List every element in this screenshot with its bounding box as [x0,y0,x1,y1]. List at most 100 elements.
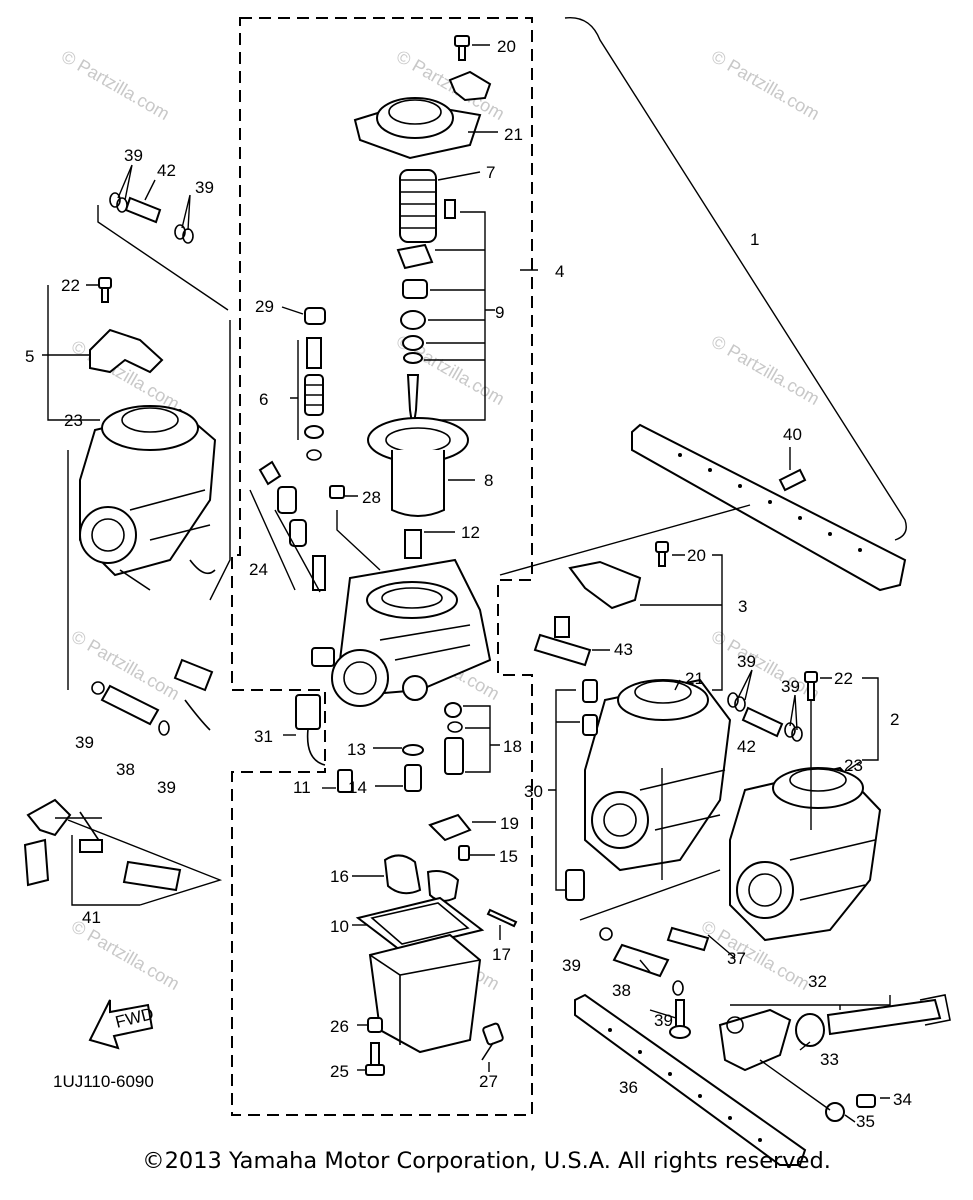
callout-labels: 20 21 7 4 9 8 12 28 29 6 24 31 11 13 14 … [25,37,912,1131]
right-screw-22 [804,671,879,761]
callout-1: 1 [750,230,759,249]
callout-17: 17 [492,945,511,964]
left-assembly: FWD [23,164,231,1050]
callout-39: 39 [75,733,94,752]
right-assemblies [499,423,951,1166]
callout-28: 28 [362,488,381,507]
callout-4: 4 [555,262,564,281]
callout-18: 18 [503,737,522,756]
callout-38: 38 [116,760,135,779]
callout-3: 3 [738,597,747,616]
float-valve-18 [444,702,500,775]
pilot-screw-set-6 [290,337,324,461]
callout-34: 34 [893,1090,912,1109]
callout-8: 8 [484,471,493,490]
callout-42: 42 [737,737,756,756]
jet-14 [375,764,422,792]
left-joint-42-39 [97,164,229,311]
callout-43: 43 [614,640,633,659]
right-parts-30 [548,679,598,901]
carburetor-body-center [311,558,492,707]
starter-plunger-24 [249,460,326,593]
gasket-10 [352,896,485,952]
right-bracket-3 [568,560,722,610]
callout-41: 41 [82,908,101,927]
screw-15 [458,845,495,861]
float-16 [352,854,460,902]
needle-parts-9 [396,199,495,431]
callout-36: 36 [619,1078,638,1097]
pin-17 [486,908,518,940]
callout-42: 42 [157,161,176,180]
throttle-sensor-31 [283,694,326,766]
callout-22: 22 [61,276,80,295]
callout-7: 7 [486,163,495,182]
screw-28 [329,485,381,571]
callout-11: 11 [293,778,311,797]
callout-24: 24 [249,560,268,579]
float-bowl [368,933,482,1054]
washer-13 [373,744,424,756]
diaphragm-cover-21 [353,97,498,160]
clip-part [448,70,492,102]
bottom-rail-36 [574,993,807,1166]
top-rail-40 [499,423,907,592]
callout-39: 39 [654,1011,673,1030]
callout-27: 27 [479,1072,498,1091]
callout-9: 9 [495,303,504,322]
group-boundaries [231,16,907,1116]
watermark-text: © Partzilla.com [68,916,183,994]
throttle-stop-32-35 [718,994,951,1123]
watermark-text: © Partzilla.com [708,331,823,409]
left-hoses-38-39 [91,658,214,736]
drawing-code: 1UJ110-6090 [53,1072,154,1091]
callout-19: 19 [500,814,519,833]
callout-22: 22 [834,669,853,688]
joint-43 [533,616,610,667]
callout-35: 35 [856,1112,875,1131]
right-joint-42-39 [727,669,803,742]
plate-19 [428,813,496,842]
callout-39: 39 [157,778,176,797]
callout-23: 23 [64,411,83,430]
jet-11 [322,769,353,793]
callout-38: 38 [612,981,631,1000]
left-linkage-41 [23,798,223,906]
callout-29: 29 [255,297,274,316]
callout-32: 32 [808,972,827,991]
callout-13: 13 [347,740,366,759]
callout-6: 6 [259,390,268,409]
left-screw-22 [47,277,112,421]
callout-23: 23 [844,756,863,775]
left-bracket-5 [42,328,164,374]
needle-jet-12 [404,529,455,559]
right-hoses-37-38-39 [579,869,736,996]
fwd-arrow: FWD [88,999,156,1050]
callout-14: 14 [348,778,367,797]
left-carb-body [67,320,231,690]
callout-39: 39 [737,652,756,671]
callout-39: 39 [562,956,581,975]
callout-26: 26 [330,1017,349,1036]
callout-39: 39 [124,146,143,165]
callout-30: 30 [524,782,543,801]
callout-40: 40 [783,425,802,444]
callout-33: 33 [820,1050,839,1069]
callout-10: 10 [330,917,349,936]
callout-39: 39 [781,677,800,696]
spring-7 [399,169,481,243]
callout-2: 2 [890,710,899,729]
copyright-notice: ©2013 Yamaha Motor Corporation, U.S.A. A… [142,1148,831,1174]
right-carb-2 [729,700,882,942]
screw-25 [357,1042,385,1076]
watermark-text: © Partzilla.com [68,626,183,704]
callout-21: 21 [685,669,704,688]
callout-37: 37 [727,949,746,968]
watermark-text: © Partzilla.com [58,46,173,124]
carburetor-assembly-boundary [231,17,533,1116]
callout-20: 20 [687,546,706,565]
piston-diaphragm-8 [367,417,475,517]
callout-12: 12 [461,523,480,542]
callout-21: 21 [504,125,523,144]
